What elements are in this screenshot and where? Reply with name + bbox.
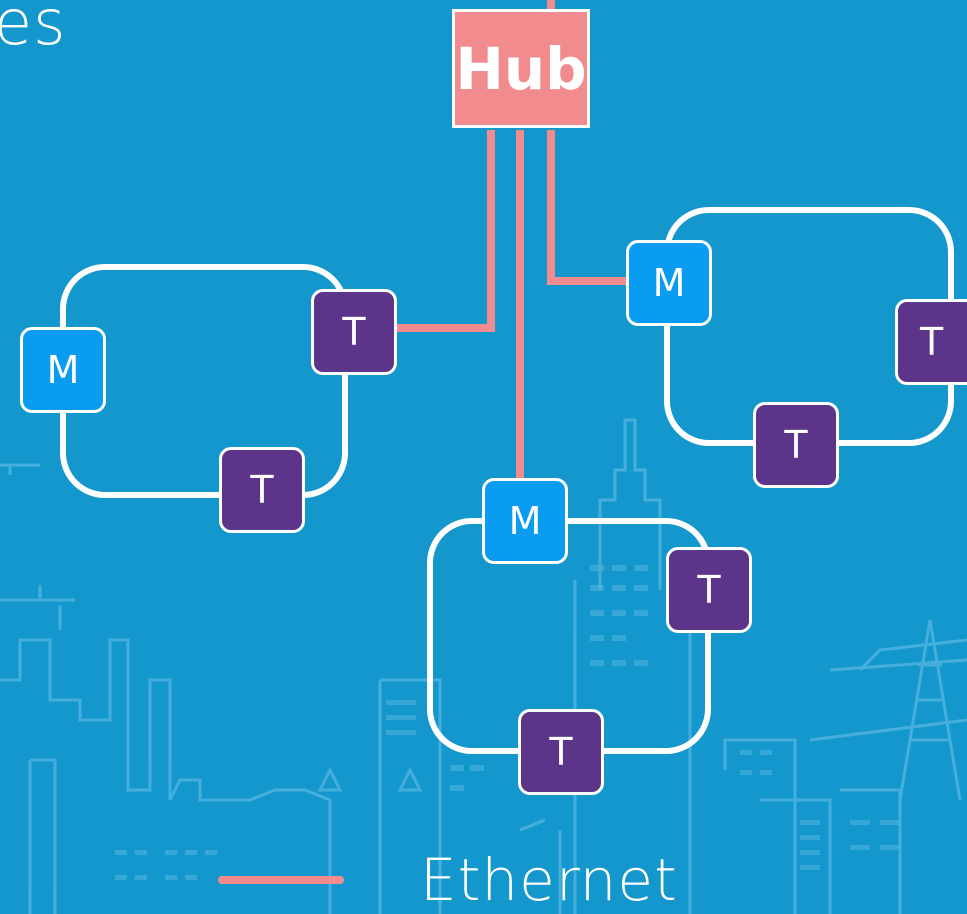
- center-ring-master-node: M: [482, 478, 568, 564]
- left-ring-master-node: M: [20, 327, 106, 413]
- ethernet-link-right-ring: [547, 130, 628, 285]
- ethernet-link-left-ring: [395, 130, 495, 332]
- left-ring-terminal-node-2: T: [219, 447, 305, 533]
- center-ring-terminal-node-2: T: [518, 709, 604, 795]
- page-title: es: [0, 0, 67, 59]
- right-ring-master-node: M: [626, 240, 712, 326]
- hub-node: Hub: [452, 9, 590, 128]
- legend-ethernet-label: Ethernet: [420, 846, 678, 914]
- right-ring-terminal-node-1: T: [895, 299, 967, 385]
- right-ring-terminal-node-2: T: [753, 402, 839, 488]
- left-ring-terminal-node-1: T: [311, 289, 397, 375]
- center-ring-terminal-node-1: T: [666, 547, 752, 633]
